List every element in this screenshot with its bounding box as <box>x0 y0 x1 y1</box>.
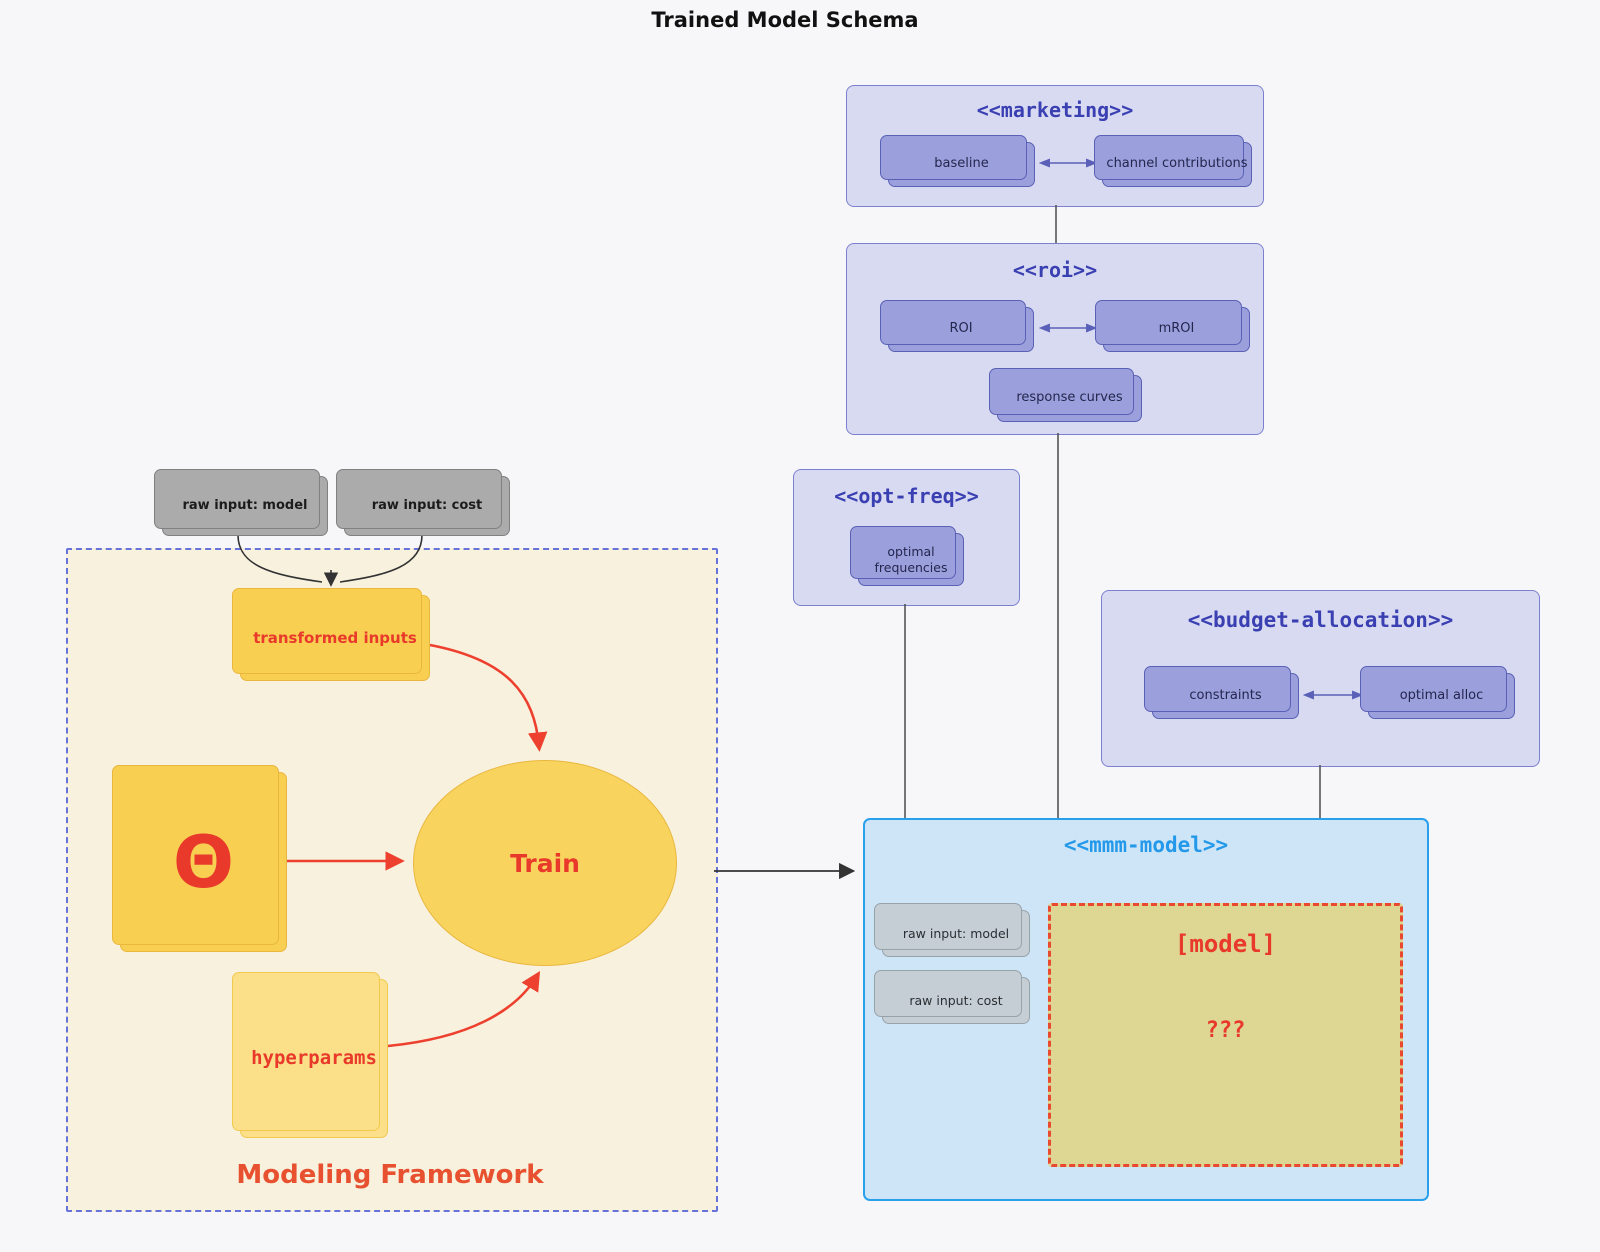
node-train: Train <box>413 760 677 966</box>
edge-rawmodel-transformed <box>237 534 323 583</box>
node-optimal-frequencies: optimal frequencies <box>850 526 964 586</box>
node-mmm-raw-input-cost: raw input: cost <box>874 970 1030 1024</box>
node-optimal-alloc: optimal alloc <box>1360 666 1515 719</box>
group-roi-title: <<roi>> <box>1012 258 1098 282</box>
node-raw-input-model: raw input: model <box>154 469 328 536</box>
edge-hyperparams-train <box>387 971 541 1048</box>
model-placeholder-label: [model] <box>1174 930 1277 958</box>
diagram-title: Trained Model Schema <box>651 8 919 32</box>
node-mmm-raw-input-model: raw input: model <box>874 903 1030 957</box>
group-opt-freq-title: <<opt-freq>> <box>834 484 979 508</box>
node-roi: ROI <box>880 300 1034 352</box>
node-constraints: constraints <box>1144 666 1299 719</box>
node-transformed-inputs: transformed inputs <box>232 588 430 681</box>
node-response-curves: response curves <box>989 368 1142 422</box>
node-channel-contributions: channel contributions <box>1094 135 1252 187</box>
edge-transformed-train <box>429 643 548 752</box>
model-unknown-label: ??? <box>1205 1018 1246 1043</box>
node-raw-input-cost: raw input: cost <box>336 469 510 536</box>
group-marketing-title: <<marketing>> <box>976 98 1134 122</box>
model-placeholder-box: [model] ??? <box>1048 903 1403 1167</box>
group-mmm-model-title: <<mmm-model>> <box>1063 833 1229 857</box>
group-budget-allocation-title: <<budget-allocation>> <box>1187 608 1454 632</box>
node-baseline: baseline <box>880 135 1035 187</box>
node-mroi: mROI <box>1095 300 1250 352</box>
modeling-framework-label: Modeling Framework <box>236 1160 544 1190</box>
edge-rawcost-transformed <box>339 534 423 583</box>
node-theta: Θ <box>112 765 287 952</box>
node-hyperparams: hyperparams <box>232 972 388 1138</box>
